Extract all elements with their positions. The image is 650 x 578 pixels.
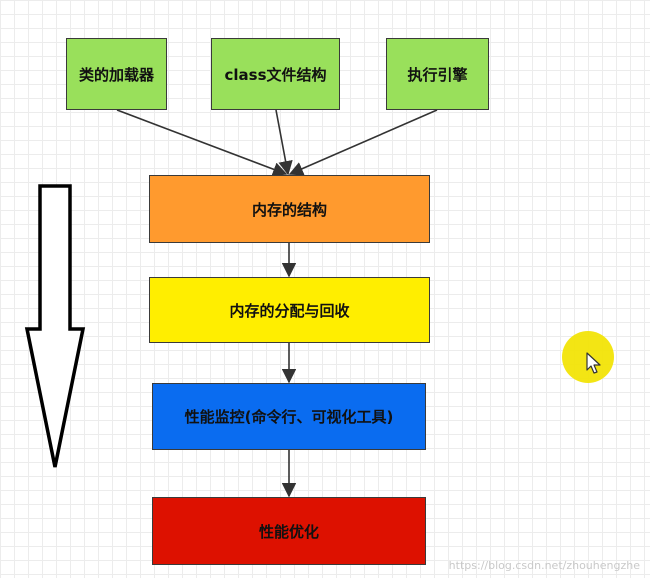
node-label: 类的加载器 xyxy=(78,65,154,84)
edge-loader-to-memory xyxy=(116,109,288,177)
node-performance-optimization[interactable]: 性能优化 xyxy=(152,497,426,565)
node-label: 内存的结构 xyxy=(251,200,327,219)
node-label: 内存的分配与回收 xyxy=(229,301,350,320)
mouse-pointer-icon xyxy=(586,352,601,374)
node-label: 执行引擎 xyxy=(407,65,468,84)
node-class-loader[interactable]: 类的加载器 xyxy=(66,38,167,110)
watermark-text: https://blog.csdn.net/zhouhengzhe xyxy=(448,559,640,572)
big-down-arrow xyxy=(24,184,86,468)
edge-exec-to-memory xyxy=(288,109,438,176)
node-label: 性能监控(命令行、可视化工具) xyxy=(184,408,394,426)
node-label: class文件结构 xyxy=(224,65,327,84)
node-memory-structure[interactable]: 内存的结构 xyxy=(149,175,430,243)
edge-classfile-to-memory xyxy=(275,109,293,176)
node-memory-allocation-gc[interactable]: 内存的分配与回收 xyxy=(149,277,430,343)
node-performance-monitoring[interactable]: 性能监控(命令行、可视化工具) xyxy=(152,383,426,450)
node-label: 性能优化 xyxy=(258,522,319,541)
node-class-file-structure[interactable]: class文件结构 xyxy=(211,38,340,110)
node-execution-engine[interactable]: 执行引擎 xyxy=(386,38,489,110)
